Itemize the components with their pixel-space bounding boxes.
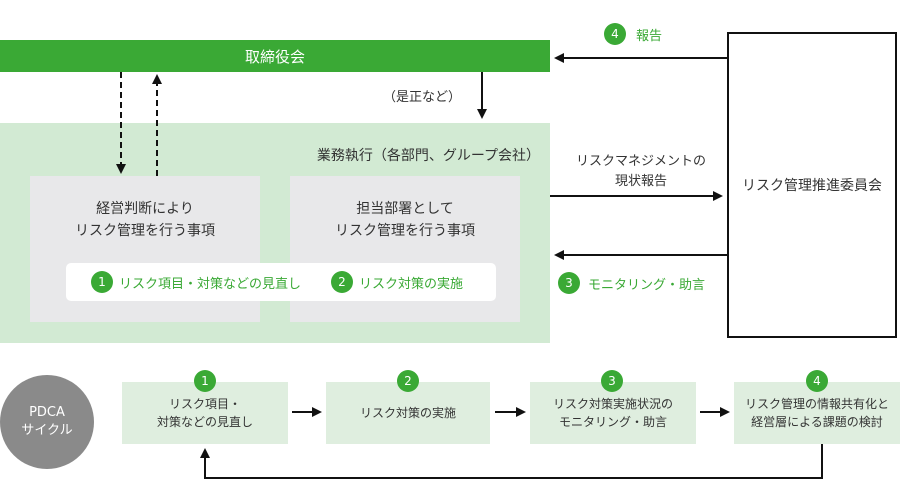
- pill-step2-badge: 2: [331, 271, 353, 293]
- pdca-step-4-line1: リスク管理の情報共有化と: [744, 397, 889, 411]
- report-label: 報告: [636, 29, 663, 44]
- management-judgement-line2: リスク管理を行う事項: [75, 223, 215, 239]
- pdca-step-2-badge: 2: [397, 370, 419, 392]
- pdca-step-1: リスク項目・ 対策などの見直し: [122, 382, 288, 444]
- pdca-step-3-line2: モニタリング・助言: [558, 415, 667, 429]
- action-pill: 1 リスク項目・対策などの見直し 2 リスク対策の実施: [66, 263, 496, 301]
- pill-step2-text: リスク対策の実施: [359, 277, 464, 292]
- pdca-step-2-line1: リスク対策の実施: [359, 406, 456, 420]
- department-risk-line2: リスク管理を行う事項: [335, 223, 475, 239]
- pdca-step-4-badge: 4: [806, 370, 828, 392]
- pill-step1-badge: 1: [91, 271, 113, 293]
- report-badge: 4: [604, 23, 626, 45]
- department-risk-line1: 担当部署として: [356, 201, 454, 217]
- feedback-loop-arrow: [200, 444, 823, 479]
- pdca-cycle-circle: PDCA サイクル: [0, 375, 94, 469]
- business-execution-title: 業務執行（各部門、グループ会社）: [316, 148, 540, 164]
- pdca-step-3: リスク対策実施状況の モニタリング・助言: [530, 382, 696, 444]
- pdca-step-1-badge: 1: [194, 370, 216, 392]
- pdca-step-1-line2: 対策などの見直し: [156, 415, 253, 429]
- board-of-directors-bar: 取締役会: [0, 40, 550, 72]
- pdca-line2: サイクル: [21, 423, 73, 438]
- pdca-step-4: リスク管理の情報共有化と 経営層による課題の検討: [734, 382, 900, 444]
- status-report-line2: 現状報告: [614, 174, 667, 189]
- pdca-step-1-line1: リスク項目・: [168, 397, 241, 411]
- pdca-step-4-line2: 経営層による課題の検討: [751, 415, 883, 429]
- pdca-step-3-badge: 3: [601, 370, 623, 392]
- management-judgement-line1: 経営判断により: [96, 201, 194, 217]
- pdca-line1: PDCA: [29, 405, 65, 420]
- board-label: 取締役会: [244, 47, 305, 66]
- monitoring-label: モニタリング・助言: [588, 278, 706, 293]
- correction-label: （是正など）: [383, 90, 462, 105]
- pill-step1-text: リスク項目・対策などの見直し: [119, 277, 302, 292]
- pdca-step-2: リスク対策の実施: [326, 382, 490, 444]
- monitoring-badge: 3: [558, 272, 580, 294]
- status-report-label: リスクマネジメントの 現状報告: [555, 152, 727, 192]
- status-report-line1: リスクマネジメントの: [575, 154, 706, 169]
- risk-committee-label: リスク管理推進委員会: [742, 178, 882, 194]
- pdca-step-3-line1: リスク対策実施状況の: [552, 397, 673, 411]
- risk-committee-box: リスク管理推進委員会: [727, 32, 897, 338]
